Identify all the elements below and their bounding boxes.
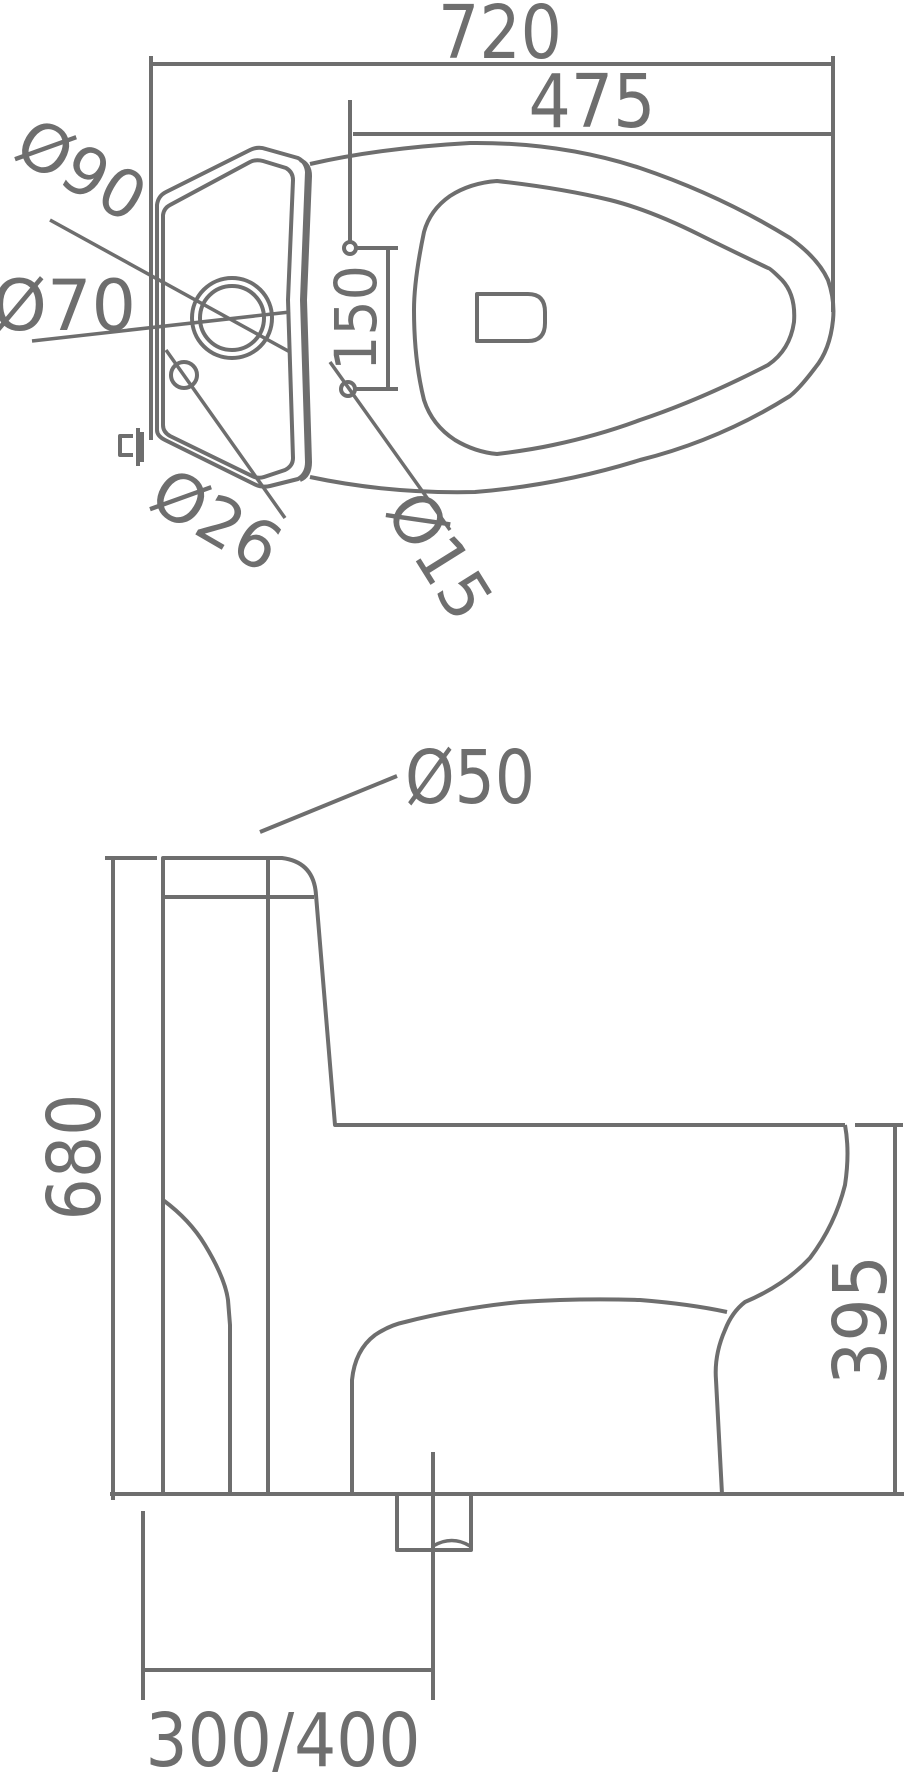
dimension-rough-in: 300/400 xyxy=(141,1452,435,1772)
dimension-475: 475 xyxy=(348,59,834,242)
dimension-680: 680 xyxy=(32,856,157,1500)
side-view: Ø50 680 395 xyxy=(32,735,904,1772)
label-diameter-70: Ø70 xyxy=(0,265,136,347)
label-diameter-90: Ø90 xyxy=(3,103,159,238)
lid-edge-line xyxy=(299,158,312,482)
top-view: 720 475 xyxy=(0,0,836,634)
dim-150-label: 150 xyxy=(322,265,390,371)
callout-diameter-15: Ø15 xyxy=(328,360,508,634)
dimension-395: 395 xyxy=(818,1123,904,1494)
tank-outline-icon xyxy=(155,145,312,489)
dimension-720: 720 xyxy=(149,0,835,440)
bowl-inner-curve xyxy=(350,1297,728,1494)
dimension-150: 150 xyxy=(322,240,398,398)
bowl-inner-outline xyxy=(412,179,797,456)
bowl-outer-outline xyxy=(309,140,836,495)
dim-475-label: 475 xyxy=(529,59,656,145)
flush-button-circle-icon xyxy=(190,276,274,360)
label-diameter-50: Ø50 xyxy=(405,735,535,821)
leader-15 xyxy=(328,360,452,532)
bolt-hole-top-icon xyxy=(342,240,358,256)
tank-outer-outline xyxy=(155,145,309,489)
leader-50 xyxy=(259,774,398,834)
flush-inner-circle xyxy=(198,284,266,352)
label-diameter-15: Ø15 xyxy=(370,478,507,634)
callout-diameter-70: Ø70 xyxy=(0,265,291,347)
dim-395-label: 395 xyxy=(818,1255,904,1385)
tank-inner-outline xyxy=(161,158,295,480)
leader-26 xyxy=(164,348,287,520)
callout-diameter-50: Ø50 xyxy=(259,735,535,834)
valve-bracket xyxy=(118,434,133,457)
inlet-hole-circle-icon xyxy=(169,360,199,390)
drain-arc xyxy=(432,1538,471,1548)
dim-720-label: 720 xyxy=(438,0,562,76)
seat-lid-hinge-d-icon xyxy=(475,292,547,343)
tank-inner-curve xyxy=(161,1198,232,1494)
water-valve-icon xyxy=(118,428,144,466)
bowl-outline-icon xyxy=(309,140,836,495)
toilet-side-profile-icon xyxy=(110,856,904,1496)
bowl-front-curve xyxy=(713,1124,850,1495)
leader-70 xyxy=(31,310,291,343)
leader-90 xyxy=(49,218,291,354)
flush-outer-circle xyxy=(190,276,274,360)
body-outline xyxy=(161,856,845,1494)
dim-680-label: 680 xyxy=(32,1094,118,1221)
dim-rough-in-label: 300/400 xyxy=(146,1698,421,1772)
